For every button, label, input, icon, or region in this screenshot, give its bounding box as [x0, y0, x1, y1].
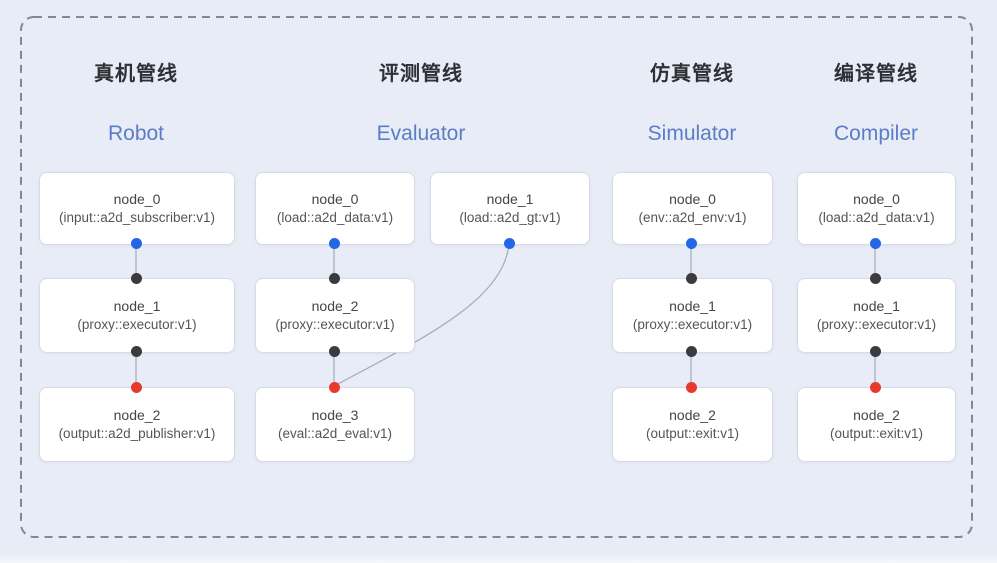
compiler-node-0-box: node_0 (load::a2d_data:v1) — [797, 172, 956, 245]
port-dot-red — [869, 381, 881, 393]
pipeline-title-zh: 评测管线 — [379, 63, 463, 85]
port-dot-blue — [130, 237, 142, 249]
dashed-boundary — [20, 16, 973, 538]
node-subtitle: (output::exit:v1) — [829, 426, 924, 441]
node-title: node_1 — [486, 191, 534, 207]
node-title: node_0 — [113, 191, 161, 207]
pipeline-title-en: Compiler — [833, 122, 919, 145]
node-subtitle: (env::a2d_env:v1) — [638, 210, 747, 225]
node-title: node_1 — [669, 298, 716, 314]
port-dot-blue — [503, 237, 515, 249]
port-dot-blue — [328, 237, 340, 249]
node-title: node_3 — [311, 407, 359, 423]
robot-node-2-box: node_2 (output::a2d_publisher:v1) — [39, 387, 235, 462]
port-dot-red — [130, 381, 142, 393]
port-dot-blue — [685, 237, 697, 249]
compiler-node-2-box: node_2 (output::exit:v1) — [797, 387, 956, 462]
port-dot-dark — [685, 345, 697, 357]
port-dot-red — [685, 381, 697, 393]
port-dot-dark — [869, 345, 881, 357]
node-subtitle: (eval::a2d_eval:v1) — [277, 426, 393, 441]
node-subtitle: (load::a2d_data:v1) — [818, 210, 935, 225]
node-subtitle: (output::a2d_publisher:v1) — [58, 426, 216, 441]
pipeline-title-zh: 编译管线 — [834, 63, 918, 85]
node-subtitle: (proxy::executor:v1) — [275, 317, 395, 332]
port-dot-dark — [685, 272, 697, 284]
robot-node-0-box: node_0 (input::a2d_subscriber:v1) — [39, 172, 235, 245]
node-title: node_2 — [113, 407, 161, 423]
evaluator-node-2-box: node_2 (proxy::executor:v1) — [255, 278, 415, 353]
pipeline-header-compiler: 编译管线 Compiler — [834, 61, 918, 146]
node-subtitle: (proxy::executor:v1) — [816, 317, 937, 332]
evaluator-node-0-box: node_0 (load::a2d_data:v1) — [255, 172, 415, 245]
port-dot-dark — [869, 272, 881, 284]
simulator-node-2-box: node_2 (output::exit:v1) — [612, 387, 773, 462]
node-subtitle: (input::a2d_subscriber:v1) — [58, 210, 216, 225]
port-dot-dark — [328, 272, 340, 284]
port-dot-dark — [328, 345, 340, 357]
pipeline-header-robot: 真机管线 Robot — [94, 61, 178, 146]
node-title: node_2 — [311, 298, 359, 314]
pipeline-title-en: Robot — [107, 122, 165, 145]
node-subtitle: (proxy::executor:v1) — [632, 317, 753, 332]
pipeline-title-zh: 仿真管线 — [649, 63, 734, 85]
evaluator-gt-curve — [335, 242, 510, 386]
node-title: node_0 — [311, 191, 359, 207]
evaluator-node-1-box: node_1 (load::a2d_gt:v1) — [430, 172, 590, 245]
port-dot-dark — [130, 272, 142, 284]
port-dot-dark — [130, 345, 142, 357]
node-title: node_2 — [669, 407, 716, 423]
node-title: node_0 — [853, 191, 900, 207]
simulator-node-0-box: node_0 (env::a2d_env:v1) — [612, 172, 773, 245]
compiler-node-1-box: node_1 (proxy::executor:v1) — [797, 278, 956, 353]
edge-lines — [135, 242, 876, 387]
node-title: node_1 — [853, 298, 900, 314]
page-bottom-edge — [0, 553, 997, 563]
pipeline-title-en: Evaluator — [376, 122, 466, 145]
port-dot-blue — [869, 237, 881, 249]
pipeline-title-zh: 真机管线 — [94, 63, 178, 85]
pipeline-header-simulator: 仿真管线 Simulator — [648, 61, 737, 146]
node-subtitle: (output::exit:v1) — [645, 426, 740, 441]
port-dot-red — [328, 381, 340, 393]
node-title: node_1 — [113, 298, 161, 314]
node-subtitle: (load::a2d_data:v1) — [276, 210, 394, 225]
pipeline-header-evaluator: 评测管线 Evaluator — [377, 61, 466, 146]
simulator-node-1-box: node_1 (proxy::executor:v1) — [612, 278, 773, 353]
node-subtitle: (proxy::executor:v1) — [77, 317, 197, 332]
node-title: node_2 — [853, 407, 900, 423]
evaluator-node-3-box: node_3 (eval::a2d_eval:v1) — [255, 387, 415, 462]
robot-node-1-box: node_1 (proxy::executor:v1) — [39, 278, 235, 353]
node-title: node_0 — [669, 191, 716, 207]
pipeline-title-en: Simulator — [647, 122, 737, 145]
node-subtitle: (load::a2d_gt:v1) — [459, 210, 561, 225]
